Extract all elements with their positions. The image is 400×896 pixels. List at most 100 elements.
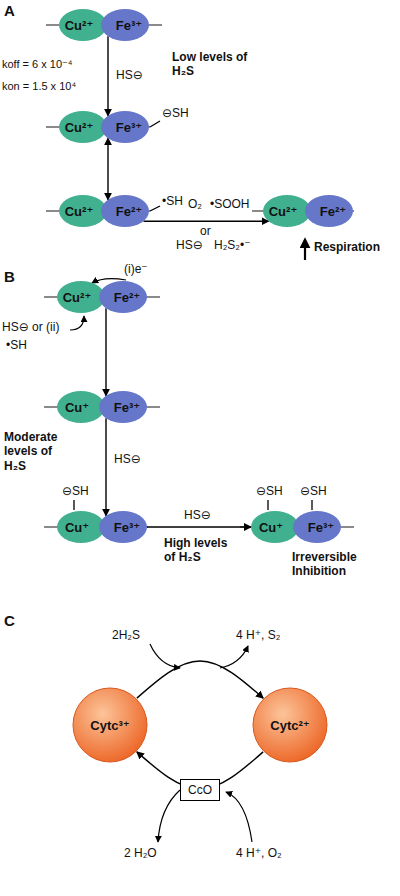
heme-iron-center: Fe³⁺ [98, 390, 148, 424]
ligand-label: ⊖SH [62, 484, 89, 498]
node-label: Fe²⁺ [320, 204, 346, 219]
reagent-label: HS⊖ or (ii) [2, 320, 59, 334]
heme-iron-center: Fe³⁺ [100, 8, 150, 42]
reaction-arrow [137, 661, 263, 698]
condition-note: Moderate levels of H₂S [4, 430, 68, 473]
product-label: •SOOH [210, 197, 250, 211]
reagent-label: HS⊖ [176, 238, 203, 252]
orange-sphere [253, 688, 327, 762]
ligand-label: ⊖SH [256, 484, 283, 498]
node-label: Fe²⁺ [116, 204, 142, 219]
node-label: Fe³⁺ [116, 120, 142, 135]
box-outline [181, 780, 220, 801]
reagent-label: O₂ [188, 197, 202, 211]
reagent-label: 4 H⁺, O₂ [236, 846, 282, 860]
node-label: Cu⁺ [65, 520, 89, 535]
copper-lobe [57, 281, 105, 313]
enzyme-box: CcO [180, 779, 220, 801]
cytochrome-c-circle: Cytc²⁺ [252, 687, 328, 763]
node-label: Cu⁺ [65, 400, 89, 415]
heme-iron-center: Fe³⁺ [98, 510, 148, 544]
reaction-arrow [147, 526, 251, 527]
copper-center: Cu²⁺ [262, 194, 312, 228]
reagent-label: HS⊖ [116, 68, 143, 82]
node-label: Fe³⁺ [114, 520, 140, 535]
reagent-label: •SH [6, 338, 27, 352]
copper-lobe [57, 511, 105, 543]
copper-lobe [263, 195, 311, 227]
copper-lobe [59, 9, 107, 41]
reagent-label: HS⊖ [114, 452, 141, 466]
copper-center: Cu²⁺ [58, 110, 108, 144]
reagent-label: 2H₂S [112, 628, 140, 642]
curved-arrow [70, 279, 252, 842]
ligand-label: ⊖SH [300, 484, 327, 498]
panel-letter: A [4, 2, 15, 20]
node-label: CcO [188, 783, 212, 797]
heme-iron-center: Fe³⁺ [100, 110, 150, 144]
effect-label: Respiration [314, 240, 380, 254]
iron-lobe [99, 281, 147, 313]
ligand-bond [74, 121, 312, 510]
condition-note: Low levels of H₂S [172, 50, 256, 79]
node-label: Cu²⁺ [63, 290, 92, 305]
iron-lobe [293, 511, 341, 543]
reaction-arrow [105, 308, 106, 395]
copper-center: Cu⁺ [56, 510, 106, 544]
panel-letter: B [4, 268, 15, 286]
iron-lobe [101, 9, 149, 41]
heme-iron-center: Fe²⁺ [304, 194, 354, 228]
node-label: Fe³⁺ [308, 520, 334, 535]
copper-center: Cu²⁺ [56, 280, 106, 314]
rate-constant: koff = 6 x 10⁻⁴ [2, 58, 73, 71]
orange-sphere [73, 688, 147, 762]
iron-lobe [305, 195, 353, 227]
iron-lobe [101, 195, 149, 227]
heme-iron-center: Fe³⁺ [292, 510, 342, 544]
iron-lobe [101, 111, 149, 143]
copper-lobe [59, 195, 107, 227]
reagent-label: (i)e⁻ [124, 262, 148, 276]
reaction-arrow [107, 138, 108, 199]
rate-constant: kon = 1.5 x 10⁴ [2, 80, 76, 93]
ligand-label: •SH [162, 194, 183, 208]
copper-center: Cu²⁺ [58, 194, 108, 228]
node-label: Fe³⁺ [114, 400, 140, 415]
copper-center: Cu²⁺ [58, 8, 108, 42]
node-label: Cu²⁺ [65, 204, 94, 219]
copper-lobe [57, 391, 105, 423]
copper-lobe [251, 511, 299, 543]
node-label: Cu²⁺ [269, 204, 298, 219]
iron-lobe [99, 391, 147, 423]
conjunction-label: or [200, 224, 211, 238]
condition-note: High levels of H₂S [164, 536, 228, 565]
cytochrome-c-circle: Cytc³⁺ [72, 687, 148, 763]
panel-letter: C [4, 612, 15, 630]
product-label: 4 H⁺, S₂ [236, 628, 280, 642]
reaction-arrow [143, 220, 268, 221]
heme-iron-center: Fe²⁺ [98, 280, 148, 314]
node-label: Fe³⁺ [116, 18, 142, 33]
product-label: 2 H₂O [124, 846, 157, 860]
node-label: Cu²⁺ [65, 18, 94, 33]
iron-lobe [99, 511, 147, 543]
membrane-line [44, 25, 354, 527]
increase-arrow [304, 240, 306, 260]
node-label: Fe²⁺ [114, 290, 140, 305]
reaction-arrow [105, 418, 106, 515]
reaction-arrow [107, 36, 108, 115]
node-label: Cytc²⁺ [270, 718, 309, 733]
reagent-label: HS⊖ [184, 508, 211, 522]
product-label: H₂S₂•⁻ [214, 238, 251, 252]
copper-center: Cu⁺ [250, 510, 300, 544]
ligand-label: ⊖SH [162, 106, 189, 120]
node-label: Cu²⁺ [65, 120, 94, 135]
node-label: Cu⁺ [259, 520, 283, 535]
copper-lobe [59, 111, 107, 143]
heme-iron-center: Fe²⁺ [100, 194, 150, 228]
node-label: Cytc³⁺ [90, 718, 129, 733]
effect-label: Irreversible Inhibition [292, 550, 392, 579]
copper-center: Cu⁺ [56, 390, 106, 424]
